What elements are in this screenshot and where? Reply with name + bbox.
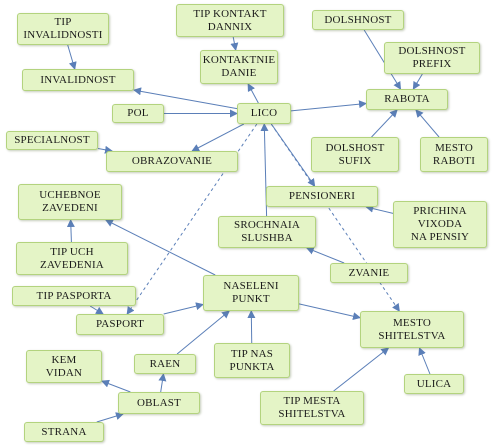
edge-raen-to-naseleni-punkt (176, 310, 230, 355)
edge-dolshnost-to-rabota (363, 29, 402, 90)
edge-tip-invalidnosti-to-invalidnost (67, 44, 77, 70)
node-uchebnoe-zavedeni: UCHEBNOE ZAVEDENI (18, 184, 122, 220)
edge-zvanie-to-srochnaia-slushba (305, 246, 345, 264)
edge-dolshost-sufix-to-rabota (371, 109, 398, 138)
node-kem-vidan: KEM VIDAN (26, 350, 102, 383)
node-tip-uch-zavedenia: TIP UCH ZAVEDENIA (16, 242, 128, 275)
node-tip-invalidnosti: TIP INVALIDNOSTI (17, 13, 109, 45)
node-invalidnost: INVALIDNOST (22, 69, 134, 91)
edge-lico-to-obrazovanie (191, 123, 245, 152)
node-specialnost: SPECIALNOST (6, 131, 98, 150)
edge-tip-kontakt-dannix-to-kontaktnie-danie (230, 36, 239, 51)
node-srochnaia-slushba: SROCHNAIA SLUSHBA (218, 216, 316, 248)
node-tip-pasporta: TIP PASPORTA (12, 286, 136, 306)
edge-specialnost-to-obrazovanie (97, 145, 113, 154)
node-mesto-raboti: MESTO RABOTI (420, 137, 488, 172)
edge-prichina-vixoda-to-pensioneri (365, 204, 394, 214)
node-pensioneri: PENSIONERI (266, 186, 378, 207)
node-obrazovanie: OBRAZOVANIE (106, 151, 238, 172)
edge-naseleni-punkt-to-mesto-shitelstva (298, 303, 361, 321)
edge-tip-uch-zavedenia-to-uchebnoe-zavedeni (66, 219, 75, 243)
node-dolshost-sufix: DOLSHOST SUFIX (311, 137, 399, 172)
node-kontaktnie-danie: KONTAKTNIE DANIE (200, 50, 278, 84)
node-raen: RAEN (134, 354, 196, 374)
node-mesto-shitelstva: MESTO SHITELSTVA (360, 311, 464, 348)
edge-naseleni-punkt-to-uchebnoe-zavedeni (104, 219, 216, 276)
edge-ulica-to-mesto-shitelstva (418, 347, 431, 375)
node-strana: STRANA (24, 422, 104, 442)
edge-lico-to-kontaktnie-danie (247, 83, 259, 104)
node-tip-nas-punkta: TIP NAS PUNKTA (214, 343, 290, 378)
edge-pasport-to-naseleni-punkt (163, 302, 204, 315)
node-dolshnost-prefix: DOLSHNOST PREFIX (384, 42, 480, 74)
edge-tip-pasporta-to-pasport (89, 305, 104, 315)
node-lico: LICO (237, 103, 291, 124)
edge-mesto-raboti-to-rabota (415, 109, 440, 138)
node-tip-mesta-shitelstva: TIP MESTA SHITELSTVA (260, 391, 364, 425)
node-ulica: ULICA (404, 374, 464, 394)
node-pol: POL (112, 104, 164, 123)
edge-dolshnost-prefix-to-rabota (412, 73, 423, 90)
node-rabota: RABOTA (366, 89, 448, 110)
node-oblast: OBLAST (118, 392, 200, 414)
node-dolshnost: DOLSHNOST (312, 10, 404, 30)
node-pasport: PASPORT (76, 314, 164, 335)
node-prichina-vixoda: PRICHINA VIXODA NA PENSIY (393, 201, 487, 248)
edge-strana-to-oblast (96, 412, 124, 423)
edge-lico-to-invalidnost (133, 87, 238, 110)
edge-oblast-to-raen (158, 373, 167, 393)
edge-oblast-to-kem-vidan (101, 379, 131, 393)
node-naseleni-punkt: NASELENI PUNKT (203, 275, 299, 311)
edge-tip-mesta-shitelstva-to-mesto-shitelstva (333, 347, 390, 392)
node-zvanie: ZVANIE (330, 263, 408, 283)
edge-lico-to-rabota (290, 100, 367, 112)
node-tip-kontakt-dannix: TIP KONTAKT DANNIX (176, 4, 284, 37)
